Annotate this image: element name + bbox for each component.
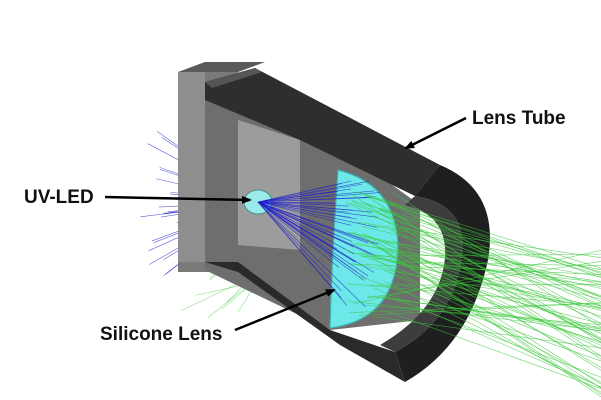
light-ray (384, 281, 601, 388)
light-rays-front (257, 180, 601, 397)
light-ray (367, 295, 601, 328)
light-ray (375, 295, 601, 332)
light-ray (365, 304, 601, 325)
light-ray (257, 190, 375, 203)
light-ray (349, 263, 601, 275)
light-ray (347, 283, 601, 306)
light-ray (257, 201, 379, 245)
tube-top-edge (205, 68, 262, 88)
light-ray (356, 242, 601, 309)
light-ray (257, 201, 340, 268)
light-ray (257, 183, 343, 203)
light-ray (257, 201, 349, 213)
light-ray (375, 258, 601, 308)
light-ray (257, 201, 342, 299)
light-ray (378, 245, 601, 395)
light-ray (376, 197, 601, 306)
light-ray (357, 221, 601, 258)
light-ray (349, 243, 601, 282)
light-ray (257, 201, 376, 256)
tube-bottom-wall (205, 262, 405, 382)
light-ray (366, 261, 601, 299)
light-ray (350, 232, 601, 300)
light-ray (388, 248, 601, 317)
light-ray (257, 191, 339, 203)
light-ray (257, 201, 364, 281)
light-ray (257, 201, 352, 218)
light-ray (349, 302, 601, 313)
lens-tube-label: Lens Tube (472, 108, 566, 129)
tube-end-ring (395, 165, 490, 382)
light-ray (257, 201, 355, 255)
light-ray (347, 232, 601, 289)
light-ray (393, 281, 601, 342)
light-ray (352, 200, 601, 273)
light-ray (390, 261, 601, 267)
light-ray (257, 201, 349, 207)
light-ray (372, 316, 601, 349)
light-ray (367, 255, 601, 383)
back-plate-top (178, 62, 265, 72)
light-ray (346, 300, 601, 331)
arrow-silicone-lens (234, 288, 336, 332)
arrow-lens-tube (404, 116, 467, 150)
light-ray (392, 228, 601, 340)
light-ray (351, 263, 601, 309)
light-ray (357, 191, 601, 269)
light-ray (257, 201, 366, 308)
light-ray (382, 309, 601, 389)
light-ray (365, 202, 601, 298)
light-ray (257, 201, 342, 291)
light-ray (257, 201, 358, 273)
light-ray (371, 254, 601, 330)
light-ray (389, 271, 601, 393)
light-ray (373, 287, 601, 388)
back-plate-face (178, 72, 205, 262)
light-ray (394, 299, 601, 378)
light-ray (257, 201, 377, 228)
light-ray (361, 233, 601, 334)
light-ray (356, 275, 601, 362)
light-ray (257, 201, 336, 204)
uv-led-label: UV-LED (24, 187, 94, 208)
light-ray (373, 257, 601, 283)
tube-top-wall (205, 68, 440, 196)
light-ray (345, 249, 601, 344)
light-ray (257, 201, 373, 213)
light-ray (257, 201, 338, 250)
inner-mount (238, 120, 300, 250)
light-ray (362, 225, 601, 286)
light-ray (257, 196, 376, 203)
light-ray (351, 201, 601, 307)
light-ray (389, 200, 601, 302)
light-ray (257, 201, 369, 244)
light-ray (257, 183, 363, 203)
light-ray (257, 201, 352, 226)
light-ray (358, 302, 601, 316)
light-ray (378, 208, 601, 357)
light-ray (357, 252, 601, 311)
silicone-lens-label: Silicone Lens (100, 324, 223, 345)
light-ray (257, 192, 380, 203)
light-ray (257, 201, 353, 242)
arrow-uv-led (104, 195, 252, 204)
light-ray (353, 250, 601, 304)
light-ray (382, 240, 601, 368)
light-ray (377, 265, 601, 324)
